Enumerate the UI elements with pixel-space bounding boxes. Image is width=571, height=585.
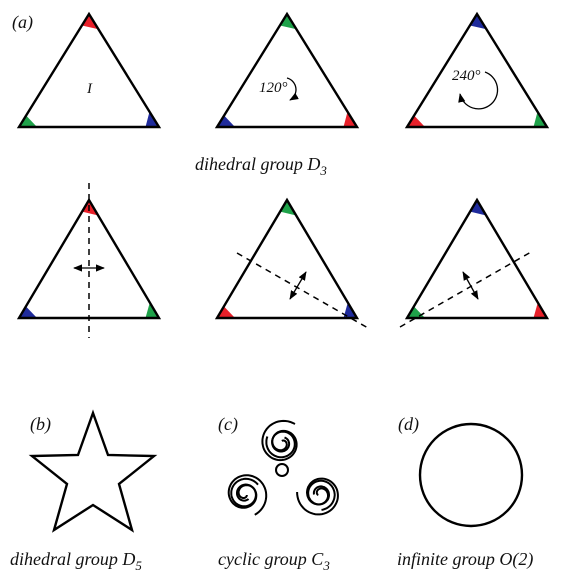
triangle-row1-col3 <box>404 11 550 129</box>
triangle-outline <box>404 11 550 129</box>
spiral-inner-2 <box>230 477 259 508</box>
reflection-arrow-right <box>462 271 479 300</box>
spiral-inner-1 <box>265 430 296 459</box>
triangle-row1-col1 <box>16 11 162 129</box>
corner-flag-left-blue <box>19 306 37 318</box>
triskelion <box>227 419 339 516</box>
panel-label-b: (b) <box>30 414 51 435</box>
star-pentagram <box>28 409 158 533</box>
corner-flag-top-blue <box>470 200 487 216</box>
identity-label: I <box>86 81 93 97</box>
corner-flag-top-green <box>279 14 297 30</box>
circle <box>418 422 524 528</box>
rotation-arrow-240 <box>458 71 499 110</box>
rotation-arrow-120 <box>286 77 299 101</box>
corner-flag-left-red <box>217 306 235 318</box>
corner-flag-top-blue <box>469 14 487 30</box>
spiral-outer-1 <box>261 419 298 462</box>
triangle-outline <box>16 11 162 129</box>
panel-label-c: (c) <box>218 414 238 435</box>
spiral-inner-3 <box>307 479 336 511</box>
triangle-outline <box>404 197 550 320</box>
corner-flag-left-red <box>407 115 425 127</box>
spiral-outer-3 <box>296 477 339 516</box>
triskelion-center <box>275 463 289 477</box>
corner-flag-top-red <box>81 14 99 30</box>
reflection-arrow-left <box>289 271 307 300</box>
corner-flag-left-green <box>19 115 37 127</box>
corner-flag-top-green <box>280 200 297 216</box>
caption-c: cyclic group C3 <box>218 549 330 573</box>
triangle-outline <box>214 11 360 129</box>
reflection-axis-right <box>399 251 532 328</box>
caption-b: dihedral group D5 <box>10 549 142 573</box>
triangle-row2-col3 <box>404 197 550 320</box>
triangle-row2-col2 <box>214 197 360 320</box>
reflection-axis-left <box>236 252 369 329</box>
caption-d: infinite group O(2) <box>397 549 533 570</box>
rotation-label-240: 240° <box>452 68 481 84</box>
panel-label-a: (a) <box>12 12 33 33</box>
caption-a: dihedral group D3 <box>195 154 327 178</box>
corner-flag-top-red <box>82 200 99 216</box>
triangle-row1-col2 <box>214 11 360 129</box>
triangle-grid <box>16 11 550 320</box>
spiral-outer-2 <box>227 474 268 516</box>
rotation-label-120: 120° <box>259 80 288 96</box>
corner-flag-left-blue <box>217 115 235 127</box>
triangle-outline <box>214 197 360 320</box>
panel-label-d: (d) <box>398 414 419 435</box>
